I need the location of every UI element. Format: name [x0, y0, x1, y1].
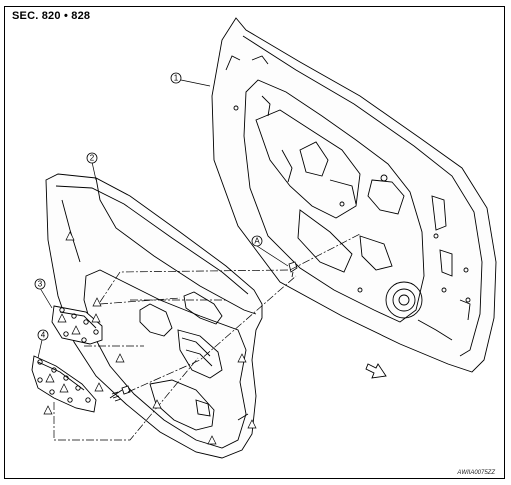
clip-triangle-icon [45, 373, 55, 383]
svg-text:2: 2 [90, 154, 95, 163]
clip-triangle-icon [152, 399, 162, 409]
svg-text:3: 3 [38, 280, 43, 289]
clip-triangle-icon [91, 313, 101, 323]
clip-triangle-icon [65, 231, 75, 241]
clip-triangle-icon [94, 382, 104, 392]
callout-2: 2 [86, 152, 98, 164]
svg-text:1: 1 [174, 74, 179, 83]
clip-triangle-icon [207, 435, 217, 445]
svg-text:A: A [254, 237, 260, 246]
callout-3: 3 [34, 278, 46, 290]
clip-triangle-icon [71, 325, 81, 335]
clip-triangle-icon [43, 405, 53, 415]
clip-triangle-icon [57, 313, 67, 323]
callout-1: 1 [170, 72, 182, 84]
callout-a: A [251, 235, 263, 247]
door-inner-panel [211, 17, 497, 373]
callout-leaders [37, 79, 289, 359]
alignment-lines [53, 233, 361, 441]
reference-code: AWIIA0075ZZ [457, 470, 495, 476]
section-label: SEC. 820 • 828 [12, 10, 91, 22]
clip-symbols [43, 231, 257, 445]
clip-triangle-icon [92, 297, 102, 307]
front-arrow-icon [365, 363, 387, 379]
clip-triangle-icon [115, 353, 125, 363]
switch-finisher [51, 305, 103, 345]
door-trim-panel [45, 173, 263, 459]
clip-triangle-icon [247, 419, 257, 429]
callout-4: 4 [37, 329, 49, 341]
svg-text:4: 4 [41, 331, 46, 340]
clip-triangle-icon [59, 383, 69, 393]
clip-triangle-icon [237, 353, 247, 363]
